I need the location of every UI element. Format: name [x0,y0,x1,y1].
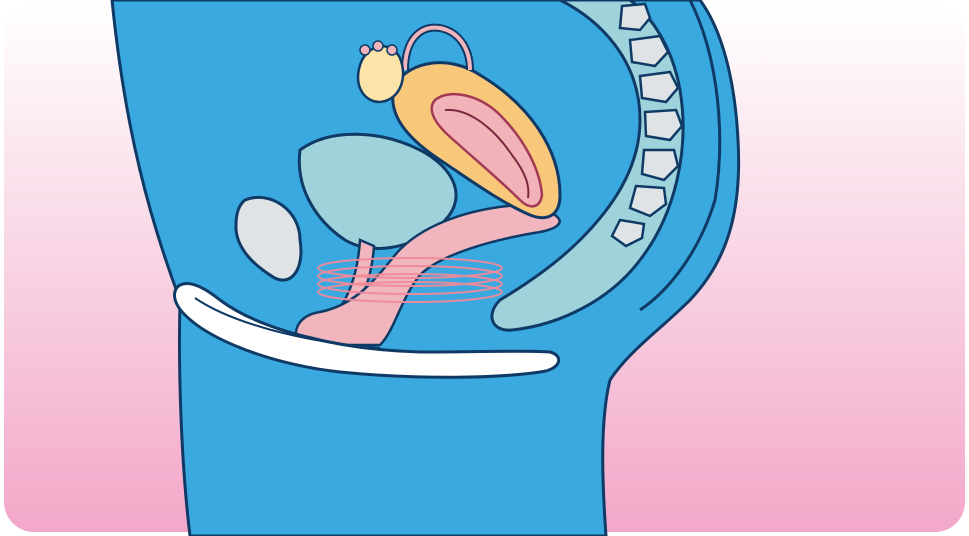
ovary [358,41,403,102]
